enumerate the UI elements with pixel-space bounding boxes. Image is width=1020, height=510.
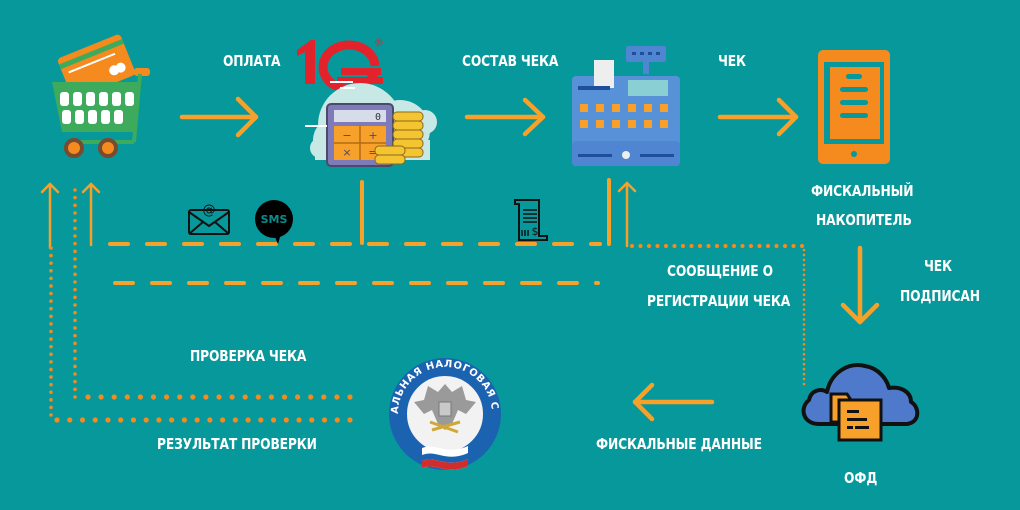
svg-text:@: @ (203, 203, 216, 218)
calc-key-plus: + (368, 129, 377, 142)
dotted-line-registration-horizontal (629, 243, 805, 249)
tablet-receipt-icon (818, 50, 890, 164)
label-receipt: ЧЕК (718, 52, 746, 70)
label-fiscal-data: ФИСКАЛЬНЫЕ ДАННЫЕ (596, 435, 762, 453)
arrow-up-buyer-left (40, 182, 60, 250)
calculator-coins-cloud-icon: 0 − + × = (305, 81, 437, 167)
cloud-folder-icon (801, 363, 920, 442)
cash-register-icon (572, 46, 680, 166)
label-receipt-signed-line2: ПОДПИСАН (900, 287, 980, 305)
dotted-lines (49, 188, 806, 423)
calc-display: 0 (375, 112, 381, 123)
dotted-line-registration-vertical (802, 248, 806, 386)
dotted-line-check-horizontal (85, 394, 353, 400)
dotted-line-result-vertical (49, 246, 53, 417)
shopping-cart-with-card-icon (52, 34, 150, 158)
label-registration-line2: РЕГИСТРАЦИИ ЧЕКА (647, 292, 791, 310)
label-registration-line1: СООБЩЕНИЕ О (667, 262, 773, 280)
fns-emblem-icon: ФЕДЕРАЛЬНАЯ НАЛОГОВАЯ СЛУЖБА (386, 352, 501, 470)
arrow-receipt-content (464, 97, 546, 137)
svg-text:$: $ (532, 225, 539, 238)
arrow-up-buyer-right (81, 182, 101, 247)
email-icon: @ (188, 203, 230, 235)
label-check-result: РЕЗУЛЬТАТ ПРОВЕРКИ (157, 435, 317, 453)
arrow-payment (179, 96, 259, 138)
arrow-receipt (717, 97, 799, 137)
registered-mark: ® (374, 36, 384, 49)
calc-key-equals: = (368, 146, 377, 159)
sms-bubble-icon: SMS (255, 200, 293, 244)
arrow-receipt-signed (840, 245, 880, 325)
dotted-line-result-horizontal (54, 417, 353, 423)
label-ofd: ОФД (844, 469, 878, 487)
dotted-line-check-vertical (73, 188, 77, 399)
calc-key-multiply: × (342, 146, 351, 159)
label-receipt-content: СОСТАВ ЧЕКА (462, 52, 559, 70)
label-fn-line1: ФИСКАЛЬНЫЙ (811, 182, 914, 200)
label-fn-line2: НАКОПИТЕЛЬ (816, 211, 912, 229)
paper-receipt-icon: $ (514, 199, 548, 241)
sms-label: SMS (261, 213, 288, 226)
arrow-fiscal-data (632, 382, 715, 422)
label-receipt-signed-line1: ЧЕК (924, 257, 952, 275)
calc-key-minus: − (342, 129, 351, 142)
label-check-receipt: ПРОВЕРКА ЧЕКА (190, 347, 307, 365)
arrow-up-kassa (617, 181, 637, 248)
label-payment: ОПЛАТА (223, 52, 281, 70)
